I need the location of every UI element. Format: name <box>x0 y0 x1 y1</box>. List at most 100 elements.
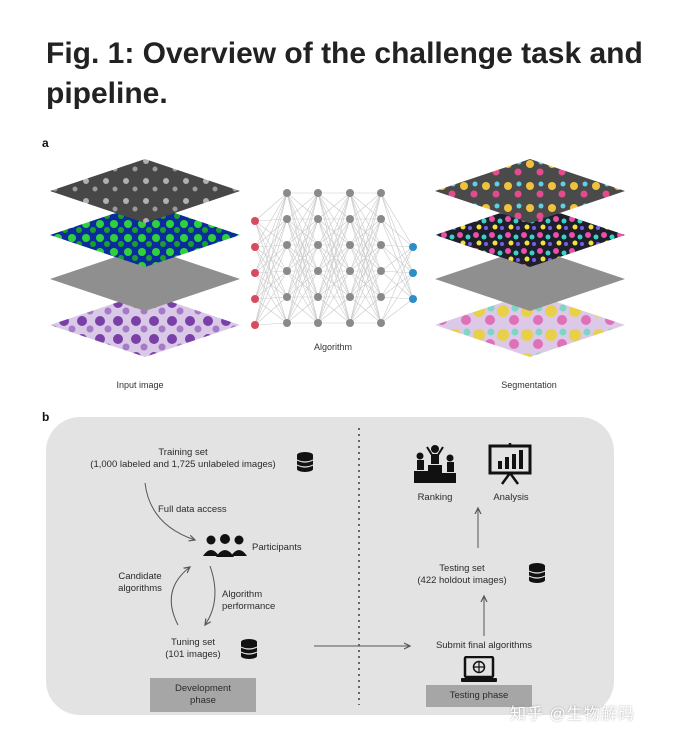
network-node <box>377 215 385 223</box>
candidate-algorithms-label: Candidate algorithms <box>118 571 162 594</box>
network-node <box>314 319 322 327</box>
ranking-podium-icon <box>414 445 456 483</box>
network-node <box>314 189 322 197</box>
network-edge <box>254 244 288 326</box>
analysis-label: Analysis <box>493 492 529 503</box>
network-edge <box>254 192 288 248</box>
network-node <box>346 241 354 249</box>
network-edge <box>286 218 319 324</box>
network-node <box>377 267 385 275</box>
network-edge <box>254 218 288 326</box>
testing-phase-box: Testing phase <box>426 685 532 707</box>
testing-set-label: Testing set (422 holdout images) <box>417 563 507 586</box>
network-edge <box>254 192 288 326</box>
network-edge <box>349 192 382 272</box>
network-edge <box>349 244 382 324</box>
participants-label: Participants <box>252 542 302 553</box>
network-edge <box>317 270 351 324</box>
network-node <box>409 243 417 251</box>
network-node <box>283 319 291 327</box>
panel-b-letter: b <box>42 410 50 424</box>
network-node <box>409 269 417 277</box>
network-edge <box>286 192 319 246</box>
network-node <box>283 267 291 275</box>
segmentation-stack <box>435 159 625 357</box>
network-edge <box>286 244 319 324</box>
segmentation-label: Segmentation <box>501 380 557 390</box>
network-edge <box>286 192 319 324</box>
network-edge <box>349 192 382 298</box>
panel-a-illustration: Input image Algorithm Segmentation <box>50 159 625 390</box>
input-image-label: Input image <box>116 380 163 390</box>
network-edge <box>380 192 414 248</box>
network-node <box>283 293 291 301</box>
full-access-label: Full data access <box>158 504 227 515</box>
output-layer-fluorescence <box>435 203 625 267</box>
network-node <box>314 267 322 275</box>
network-edge <box>317 296 351 324</box>
network-edge <box>286 192 319 298</box>
network-edge <box>349 218 382 324</box>
network-edge <box>380 244 414 248</box>
output-layer-brightfield <box>435 293 625 357</box>
network-node <box>314 241 322 249</box>
input-layer-phase <box>50 159 240 223</box>
network-edge <box>380 218 414 248</box>
network-edge <box>254 270 288 326</box>
database-icon <box>528 563 546 583</box>
network-node <box>409 295 417 303</box>
network-edge <box>380 246 414 324</box>
network-edge <box>317 192 351 298</box>
network-edge <box>380 298 414 324</box>
development-phase-box: Development phase <box>150 678 256 712</box>
output-layer-phase <box>435 159 625 223</box>
input-image-stack <box>50 159 240 357</box>
network-node <box>377 241 385 249</box>
algorithm-label: Algorithm <box>314 342 352 352</box>
network-edge <box>380 246 414 298</box>
network-edge <box>317 244 351 324</box>
network-edge <box>286 270 319 324</box>
network-edge <box>317 192 351 246</box>
database-icon <box>240 639 258 659</box>
database-icon <box>296 452 314 472</box>
network-edge <box>254 192 288 222</box>
network-edge <box>349 192 382 220</box>
network-node <box>314 293 322 301</box>
figure-title: Fig. 1: Overview of the challenge task a… <box>46 37 643 110</box>
network-edge <box>317 192 351 324</box>
network-node <box>346 267 354 275</box>
network-edge <box>254 192 288 274</box>
network-node <box>346 189 354 197</box>
watermark: 知乎 @生物解码 <box>510 706 635 723</box>
output-layer-gray <box>435 247 625 311</box>
network-node <box>377 319 385 327</box>
network-edge <box>380 246 414 272</box>
input-layer-gray <box>50 247 240 311</box>
network-edge <box>254 296 288 326</box>
participants-icon <box>203 534 247 557</box>
network-node <box>283 189 291 197</box>
network-edge <box>380 272 414 324</box>
network-node <box>251 321 259 329</box>
tuning-set-label: Tuning set (101 images) <box>165 637 221 660</box>
network-edge <box>286 296 319 324</box>
panel-a-letter: a <box>42 136 49 150</box>
network-node <box>346 293 354 301</box>
network-edge <box>254 322 288 326</box>
submit-final-label: Submit final algorithms <box>435 640 533 651</box>
network-edge <box>349 192 382 324</box>
network-node <box>251 217 259 225</box>
network-node <box>346 319 354 327</box>
training-set-label: Training set (1,000 labeled and 1,725 un… <box>90 447 276 470</box>
network-edge <box>317 218 351 324</box>
input-layer-fluorescence <box>50 203 240 267</box>
input-layer-brightfield <box>50 293 240 357</box>
network-edge <box>317 192 351 272</box>
network-edge <box>317 192 351 220</box>
network-node <box>251 269 259 277</box>
network-node <box>283 241 291 249</box>
network-edge <box>349 270 382 324</box>
network-node <box>251 295 259 303</box>
network-node <box>283 215 291 223</box>
